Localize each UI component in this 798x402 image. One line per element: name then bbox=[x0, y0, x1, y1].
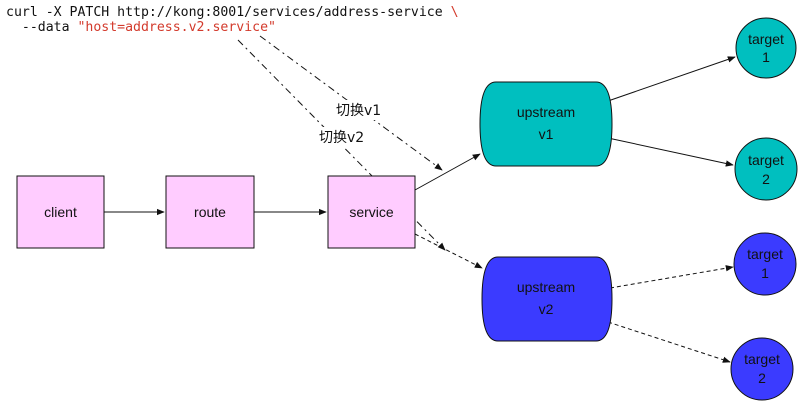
target-v1-2-label-line2: 2 bbox=[762, 171, 770, 187]
target-v1-2-node: target 2 bbox=[734, 137, 798, 201]
upstream-v2-target2-arrow bbox=[607, 321, 731, 363]
switch-v1-label: 切换v1 bbox=[336, 102, 381, 119]
target-v2-1-label-line2: 1 bbox=[761, 265, 769, 281]
command-data-string: "host=address.v2.service" bbox=[77, 20, 276, 35]
target-v2-2-label-line1: target bbox=[744, 351, 780, 367]
target-v2-2-label-line2: 2 bbox=[758, 370, 766, 386]
service-label: service bbox=[349, 204, 394, 220]
upstream-v2-label-line1: upstream bbox=[517, 279, 575, 295]
command-line-1: curl -X PATCH http://kong:8001/services/… bbox=[6, 5, 451, 20]
curl-command: curl -X PATCH http://kong:8001/services/… bbox=[6, 5, 459, 35]
upstream-v1-target1-arrow bbox=[607, 56, 736, 102]
upstream-v1-label-line2: v1 bbox=[539, 126, 554, 142]
client-node: client bbox=[16, 175, 105, 249]
service-upstream-v1-arrow bbox=[414, 153, 481, 191]
client-label: client bbox=[44, 204, 77, 220]
command-line-2-prefix: --data bbox=[6, 20, 78, 35]
upstream-v2-target1-arrow bbox=[609, 265, 734, 289]
upstream-v1-target2-arrow bbox=[607, 137, 734, 167]
line-continuation: \ bbox=[450, 5, 459, 20]
target-v1-1-label-line2: 1 bbox=[762, 49, 770, 65]
target-v2-2-node: target 2 bbox=[730, 337, 794, 401]
route-label: route bbox=[194, 204, 226, 220]
target-v1-1-node: target 1 bbox=[735, 17, 797, 79]
target-v2-1-node: target 1 bbox=[733, 232, 797, 296]
route-node: route bbox=[165, 175, 255, 249]
upstream-v1-node: upstream v1 bbox=[479, 81, 613, 167]
upstream-v1-label-line1: upstream bbox=[517, 104, 575, 120]
target-v2-1-label-line1: target bbox=[747, 246, 783, 262]
upstream-v2-label-line2: v2 bbox=[539, 301, 554, 317]
service-node: service bbox=[327, 175, 416, 249]
switch-v2-label: 切换v2 bbox=[319, 129, 364, 146]
target-v1-1-label-line1: target bbox=[748, 31, 784, 47]
target-v1-2-label-line1: target bbox=[748, 152, 784, 168]
service-upstream-v2-arrow bbox=[414, 233, 483, 269]
upstream-v2-node: upstream v2 bbox=[481, 256, 613, 342]
